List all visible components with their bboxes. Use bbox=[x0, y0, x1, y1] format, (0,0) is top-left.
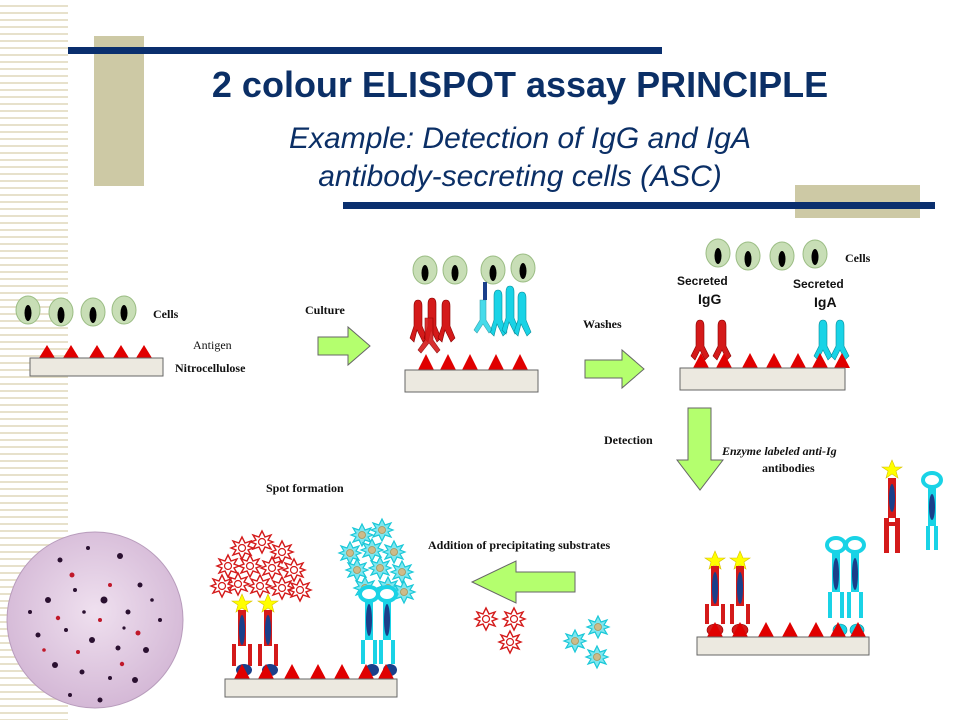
secreted-iga-cluster bbox=[473, 282, 532, 337]
cells-group-2 bbox=[412, 253, 536, 285]
cell bbox=[80, 297, 106, 327]
spot-formation-label: Spot formation bbox=[266, 481, 344, 495]
nitrocellulose-membrane-5 bbox=[224, 678, 398, 698]
cells-group-3 bbox=[705, 238, 828, 271]
enzyme-label-line1: Enzyme labeled anti-Ig bbox=[721, 444, 837, 458]
secreted-igg-label-line2: IgG bbox=[698, 291, 721, 307]
secreted-igg-label-line1: Secreted bbox=[677, 274, 728, 288]
spot-complex-igg bbox=[231, 593, 279, 676]
culture-arrow bbox=[317, 325, 371, 367]
nitrocellulose-membrane-4 bbox=[696, 636, 870, 656]
antigen-row-3 bbox=[693, 353, 850, 368]
bound-igg-pair bbox=[690, 319, 732, 361]
washes-label: Washes bbox=[583, 317, 622, 331]
antigen-label: Antigen bbox=[193, 338, 232, 352]
detection-complex-iga bbox=[825, 536, 866, 637]
cells-label-2: Cells bbox=[845, 251, 871, 265]
antigen-row-1 bbox=[39, 345, 152, 358]
free-anti-iga-antibody bbox=[921, 471, 943, 550]
antigen-row-2 bbox=[418, 354, 528, 370]
cell bbox=[735, 241, 761, 271]
addition-arrow bbox=[470, 560, 576, 604]
detection-arrow bbox=[675, 407, 725, 491]
cells-label-1: Cells bbox=[153, 307, 179, 321]
culture-label: Culture bbox=[305, 303, 345, 317]
cell bbox=[769, 241, 795, 271]
elispot-well-image bbox=[6, 531, 184, 709]
nitrocellulose-membrane-2 bbox=[404, 369, 539, 393]
slide-subtitle-line2: antibody-secreting cells (ASC) bbox=[318, 160, 722, 193]
slide-title: 2 colour ELISPOT assay PRINCIPLE bbox=[211, 64, 829, 105]
enzyme-label-line2: antibodies bbox=[762, 461, 815, 475]
bound-iga-pair bbox=[813, 319, 850, 361]
nitrocellulose-label: Nitrocellulose bbox=[175, 361, 246, 375]
cell bbox=[802, 239, 828, 269]
addition-label: Addition of precipitating substrates bbox=[428, 538, 610, 552]
detection-label: Detection bbox=[604, 433, 653, 447]
cell bbox=[111, 295, 137, 325]
antigen-row-5 bbox=[234, 664, 394, 679]
nitrocellulose-membrane-1 bbox=[29, 357, 164, 377]
antigen-row-4 bbox=[707, 622, 866, 637]
secreted-iga-label-line2: IgA bbox=[814, 294, 837, 310]
tan-block-right bbox=[795, 185, 920, 218]
accent-bar-bottom bbox=[343, 202, 935, 209]
secreted-iga-label-line1: Secreted bbox=[793, 277, 844, 291]
washes-arrow bbox=[584, 348, 645, 390]
cell bbox=[48, 297, 74, 327]
cell bbox=[412, 255, 438, 285]
free-anti-igg-antibody bbox=[881, 459, 903, 553]
cell bbox=[480, 255, 506, 285]
cell bbox=[15, 295, 41, 325]
spot-complex-iga bbox=[358, 585, 398, 676]
slide-subtitle-line1: Example: Detection of IgG and IgA bbox=[289, 122, 751, 155]
cell bbox=[510, 253, 536, 283]
cell bbox=[705, 238, 731, 268]
tan-block-left bbox=[94, 36, 144, 186]
cell bbox=[442, 255, 468, 285]
detection-complex-igg bbox=[704, 550, 751, 637]
red-spot-cluster bbox=[210, 530, 312, 602]
nitrocellulose-membrane-3 bbox=[679, 367, 846, 391]
secreted-igg-cluster bbox=[409, 297, 456, 354]
accent-bar-top bbox=[68, 47, 662, 54]
cells-group-1 bbox=[15, 295, 137, 327]
free-substrate-molecules bbox=[474, 607, 610, 669]
